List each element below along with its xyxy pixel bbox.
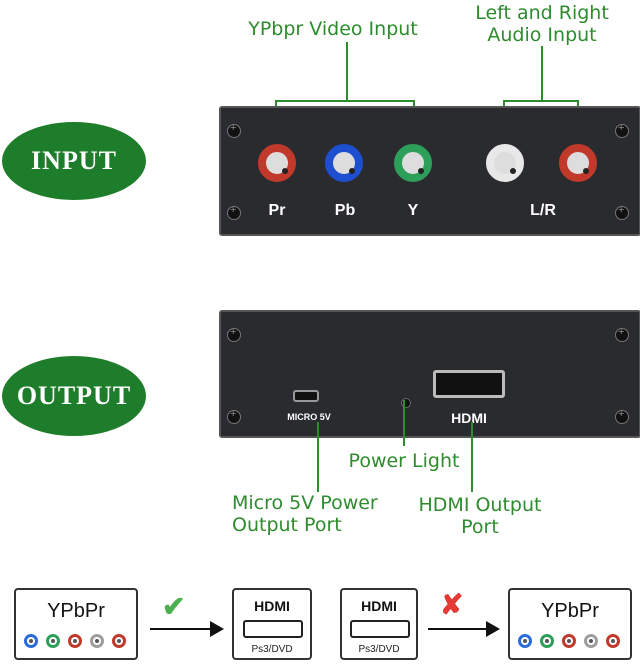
screw-icon	[227, 408, 241, 424]
cross-icon: ✘	[440, 589, 464, 620]
ypbpr-red-dot-2	[112, 634, 126, 648]
micro-usb-port[interactable]	[293, 390, 319, 402]
hdmi-target-title: HDMI	[254, 598, 290, 614]
ypbpr-grey-dot	[90, 634, 104, 648]
screw-icon	[227, 326, 241, 342]
ypbpr-video-input-callout: YPbpr Video Input	[248, 18, 418, 40]
input-badge: INPUT	[2, 122, 146, 200]
hdmi-target-box: HDMI Ps3/DVD	[232, 588, 312, 660]
ypbpr-green-dot	[540, 634, 554, 648]
hdmi-source-title: HDMI	[361, 598, 397, 614]
y-rca-port[interactable]	[394, 144, 432, 182]
hdmi-port[interactable]	[433, 370, 505, 398]
pr-rca-port[interactable]	[258, 144, 296, 182]
micro-5v-label: MICRO 5V	[287, 412, 331, 422]
audio-callout-stem	[541, 46, 543, 102]
video-callout-stem	[346, 42, 348, 102]
audio-right-rca-port[interactable]	[559, 144, 597, 182]
audio-left-rca-port[interactable]	[486, 144, 524, 182]
hdmi-target-sub: Ps3/DVD	[251, 644, 293, 655]
check-icon: ✔	[162, 591, 186, 622]
output-panel: MICRO 5V HDMI	[219, 310, 640, 438]
screw-icon	[227, 204, 241, 220]
power-light-callout: Power Light	[348, 450, 460, 472]
hdmi-connector-icon	[243, 620, 303, 638]
pb-rca-port[interactable]	[325, 144, 363, 182]
y-label: Y	[407, 202, 419, 219]
pr-label: Pr	[268, 202, 286, 219]
screw-icon	[227, 122, 241, 138]
ypbpr-target-box: YPbPr	[508, 588, 632, 660]
ypbpr-red-dot-2	[606, 634, 620, 648]
screw-icon	[615, 408, 629, 424]
pb-label: Pb	[334, 202, 356, 219]
ypbpr-red-dot	[562, 634, 576, 648]
ypbpr-source-label: YPbPr	[47, 600, 105, 622]
ypbpr-green-dot	[46, 634, 60, 648]
screw-icon	[615, 204, 629, 220]
lr-label: L/R	[530, 202, 556, 219]
input-panel: Pr Pb Y L/R	[219, 106, 640, 236]
ypbpr-grey-dot	[584, 634, 598, 648]
hdmi-panel-label: HDMI	[451, 410, 487, 426]
arrow-right-icon-head	[486, 621, 500, 637]
audio-callout-bar	[503, 100, 579, 102]
arrow-right-icon-head	[210, 621, 224, 637]
ypbpr-red-dot	[68, 634, 82, 648]
micro-power-callout: Micro 5V Power Output Port	[232, 492, 378, 536]
hdmi-output-callout: HDMI Output Port	[418, 494, 542, 538]
ypbpr-blue-dot	[518, 634, 532, 648]
power-led	[401, 398, 411, 408]
audio-input-callout: Left and Right Audio Input	[475, 2, 609, 46]
arrow-right-icon	[428, 628, 488, 630]
screw-icon	[615, 326, 629, 342]
ypbpr-target-label: YPbPr	[541, 600, 599, 622]
power-callout-stem	[403, 400, 405, 446]
hdmi-source-box: HDMI Ps3/DVD	[340, 588, 418, 660]
screw-icon	[615, 122, 629, 138]
ypbpr-blue-dot	[24, 634, 38, 648]
hdmi-connector-icon	[350, 620, 410, 638]
hdmi-source-sub: Ps3/DVD	[358, 644, 400, 655]
video-callout-bar	[275, 100, 415, 102]
ypbpr-source-box: YPbPr	[14, 588, 138, 660]
hdmi-callout-stem	[471, 422, 473, 492]
output-badge: OUTPUT	[2, 356, 146, 436]
arrow-right-icon	[150, 628, 212, 630]
micro-callout-stem	[317, 422, 319, 492]
